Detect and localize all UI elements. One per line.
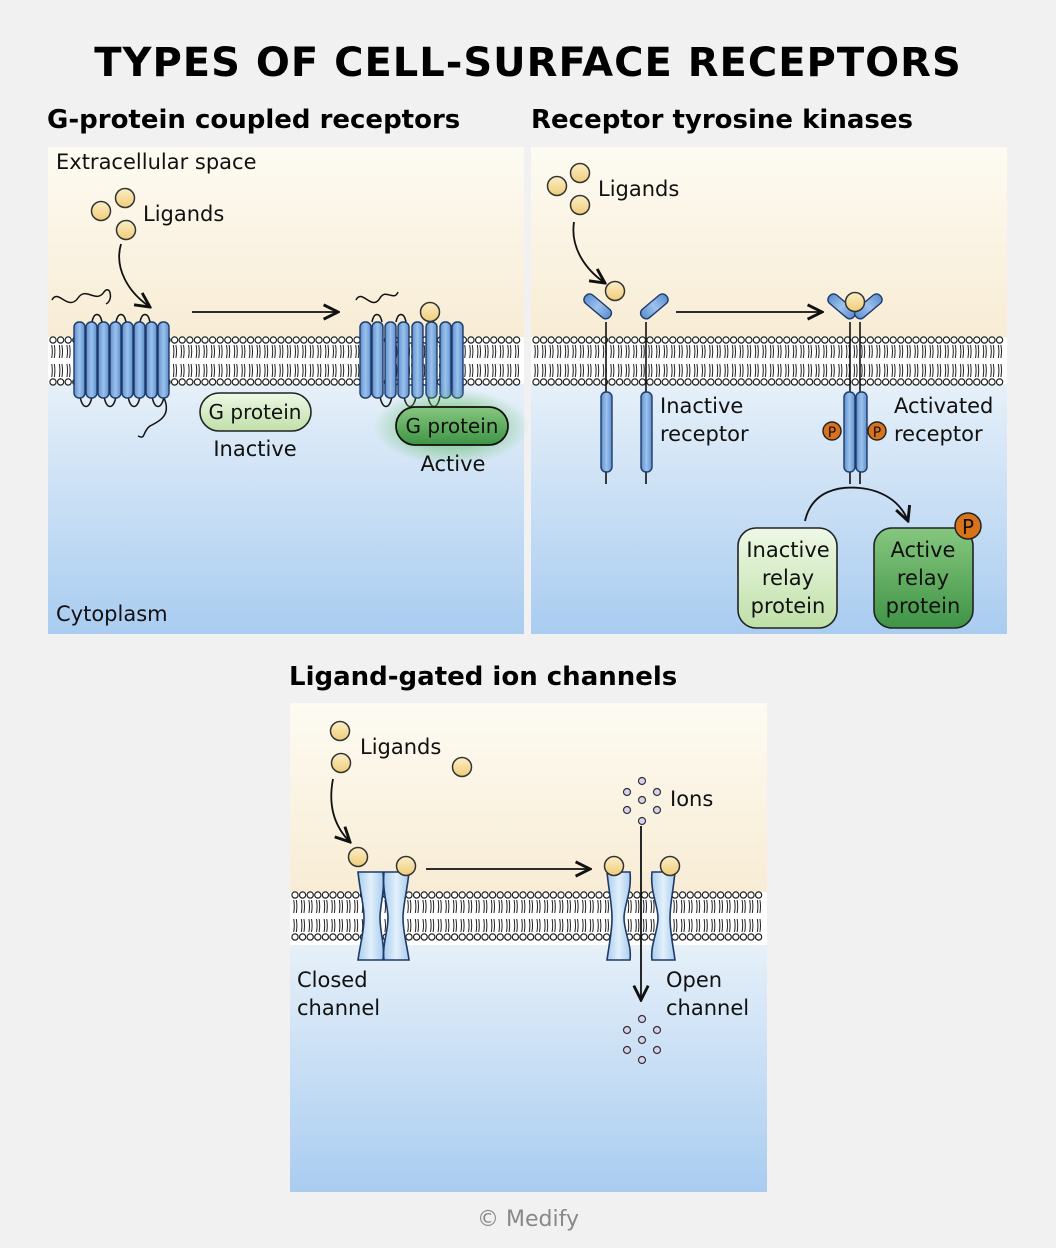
rtk-inactive-receptor-label: receptor: [660, 422, 749, 446]
ligand-icon: [395, 855, 417, 877]
phosphate-icon: P: [822, 421, 842, 441]
active-relay-protein: [873, 527, 974, 629]
ligand-icon: [659, 855, 681, 877]
rtk-ligands-label: Ligands: [598, 177, 679, 201]
lgic-ligands-label: Ligands: [360, 735, 441, 759]
ligand-icon: [844, 291, 866, 313]
ligand-icon: [546, 175, 568, 197]
ligand-icon: [604, 280, 626, 302]
ligand-icon: [329, 720, 351, 742]
svg-text:P: P: [962, 515, 974, 539]
open-channel: [606, 871, 676, 961]
credit-text: © Medify: [477, 1207, 579, 1232]
rtk-heading: Receptor tyrosine kinases: [531, 105, 913, 135]
binding-arrow: [572, 221, 605, 283]
gpcr-extracellular-label: Extracellular space: [56, 150, 257, 174]
phosphorylation-arrow: [804, 486, 908, 521]
gpcr-cytoplasm-label: Cytoplasm: [56, 602, 168, 626]
page-title: TYPES OF CELL-SURFACE RECEPTORS: [94, 40, 962, 86]
ligand-icon: [451, 756, 473, 778]
gpcr-active-label: Active: [421, 452, 486, 476]
rtk-receptor-activated: [827, 293, 883, 484]
ligand-icon: [603, 855, 625, 877]
ligand-icon: [115, 219, 137, 241]
ligand-icon: [569, 194, 591, 216]
ligand-icon: [114, 187, 136, 209]
rtk-activated-receptor-label: Activated: [894, 394, 993, 418]
phosphate-icon: P: [954, 512, 982, 540]
binding-arrow: [118, 243, 150, 307]
gpcr-receptor-inactive: [51, 289, 170, 438]
ions-icon: [622, 1014, 662, 1065]
ligand-icon: [330, 752, 352, 774]
ligand-icon: [347, 846, 369, 868]
closed-channel-label: channel: [297, 996, 380, 1020]
gpcr-receptor-active: [355, 291, 464, 408]
ligand-icon: [569, 162, 591, 184]
inactive-relay-label: protein: [751, 594, 826, 618]
g-protein-active-label: G protein: [406, 414, 499, 438]
rtk-membrane: [532, 336, 1004, 386]
rtk-receptor-inactive: [583, 293, 669, 484]
ions-icon: [622, 776, 662, 826]
rtk-activated-receptor-label: receptor: [894, 422, 983, 446]
open-channel-label: Open: [666, 968, 722, 992]
inactive-relay-label: relay: [762, 566, 814, 590]
active-relay-label: Active: [891, 538, 956, 562]
ions-label: Ions: [670, 787, 713, 811]
gpcr-ligands-label: Ligands: [143, 202, 224, 226]
open-channel-label: channel: [666, 996, 749, 1020]
gpcr-heading: G-protein coupled receptors: [47, 105, 460, 135]
inactive-relay-label: Inactive: [746, 538, 829, 562]
gpcr-inactive-label: Inactive: [213, 437, 296, 461]
ligand-icon: [90, 200, 112, 222]
active-relay-label: protein: [886, 594, 961, 618]
ligand-icon: [419, 301, 441, 323]
g-protein-inactive: [199, 392, 312, 432]
closed-channel-label: Closed: [297, 968, 368, 992]
rtk-inactive-receptor-label: Inactive: [660, 394, 743, 418]
binding-arrow: [330, 778, 350, 842]
svg-text:P: P: [828, 425, 836, 441]
inactive-relay-protein: [737, 527, 838, 629]
g-protein-inactive-label: G protein: [209, 400, 302, 424]
lgic-panel: [290, 703, 767, 1192]
active-relay-label: relay: [897, 566, 949, 590]
lgic-heading: Ligand-gated ion channels: [289, 662, 677, 692]
g-protein-active: [395, 406, 509, 446]
closed-channel: [357, 871, 410, 961]
svg-text:P: P: [873, 425, 881, 441]
phosphate-icon: P: [867, 421, 887, 441]
